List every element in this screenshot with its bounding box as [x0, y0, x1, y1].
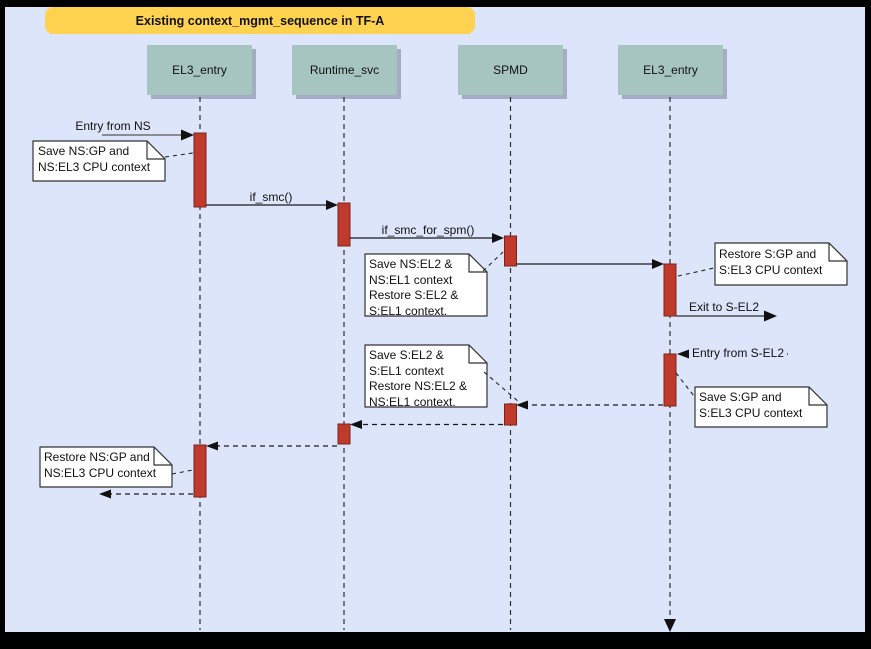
lifeline-label: EL3_entry: [643, 63, 698, 77]
activation-runtime-1: [337, 202, 351, 247]
el3-to-spmd-arrow-icon: [516, 400, 528, 410]
connector-restore-ns-gp: [171, 469, 194, 475]
return-arrowheads: [99, 349, 689, 499]
note-save-ns-gp: [32, 140, 166, 182]
lifeline-label: EL3_entry: [172, 63, 227, 77]
note-save-s-el2-fold-icon: [468, 344, 488, 364]
lifeline-end-arrow-icon: [664, 619, 676, 632]
lifeline-header-el3-entry-left: EL3_entry: [147, 45, 252, 95]
lifeline-label: SPMD: [493, 63, 528, 77]
entry-from-ns-arrow-icon: [181, 129, 194, 141]
message-label-exit-to-sel2: Exit to S-EL2: [688, 300, 760, 314]
connector-save-s-el2: [483, 371, 520, 403]
note-text-restore-s-gp: Restore S:GP and S:EL3 CPU context: [719, 247, 823, 277]
activation-el3-right-2: [663, 353, 677, 407]
exit-to-sel2-arrow-icon: [764, 310, 777, 322]
note-text-save-s-gp: Save S:GP and S:EL3 CPU context: [699, 390, 803, 420]
lifeline-header-spmd: SPMD: [458, 45, 563, 95]
note-text-save-ns-el2: Save NS:EL2 & NS:EL1 context Restore S:E…: [369, 257, 459, 318]
note-restore-s-gp: [714, 242, 848, 286]
note-save-s-el2: [364, 344, 488, 408]
note-save-s-gp: [694, 386, 828, 428]
activation-spmd-2: [504, 403, 517, 426]
message-label-entry-from-ns: Entry from NS: [75, 119, 151, 133]
solid-messages: [102, 129, 777, 322]
activation-el3-right-1: [663, 263, 677, 317]
message-label-if-smc: if_smc(): [249, 190, 293, 204]
spmd-to-runtime-arrow-icon: [350, 420, 362, 429]
message-label-if-smc-for-spm: if_smc_for_spm(): [381, 223, 475, 237]
lifeline-label: Runtime_svc: [309, 63, 380, 77]
connector-save-ns-gp: [164, 152, 194, 158]
notes: [32, 140, 848, 488]
lifeline-header-el3-entry-right: EL3_entry: [618, 45, 723, 95]
note-connectors: [164, 152, 715, 475]
diagram-title-banner: Existing context_mgmt_sequence in TF-A: [45, 7, 475, 34]
activation-spmd-1: [504, 235, 517, 267]
activation-el3-left-1: [193, 132, 207, 208]
runtime-to-el3-arrow-icon: [206, 441, 218, 451]
if-smc-arrow-icon: [326, 200, 338, 210]
diagram-title: Existing context_mgmt_sequence in TF-A: [135, 13, 385, 28]
activation-runtime-2: [337, 423, 351, 445]
note-restore-ns-gp-fold-icon: [153, 446, 173, 466]
connector-save-ns-el2: [482, 251, 504, 272]
connector-restore-s-gp: [677, 267, 715, 277]
spmd-to-el3-arrow-icon: [652, 259, 664, 269]
note-text-save-ns-gp: Save NS:GP and NS:EL3 CPU context: [38, 144, 151, 174]
entry-from-sel2-arrow-icon: [677, 349, 689, 359]
note-save-ns-el2-fold-icon: [468, 253, 488, 273]
note-save-s-gp-fold-icon: [808, 386, 828, 406]
note-text-save-s-el2: Save S:EL2 & S:EL1 context Restore NS:EL…: [369, 348, 468, 409]
note-save-ns-gp-fold-icon: [146, 140, 166, 160]
if-smc-for-spm-arrow-icon: [492, 233, 504, 243]
message-label-entry-from-sel2: Entry from S-EL2: [688, 346, 788, 360]
connector-save-s-gp: [675, 372, 695, 397]
el3-exit-arrow-icon: [99, 489, 111, 499]
note-save-ns-el2: [364, 253, 488, 317]
note-text-restore-ns-gp: Restore NS:GP and NS:EL3 CPU context: [44, 450, 157, 480]
activation-el3-left-2: [193, 444, 207, 498]
lifeline-header-runtime-svc: Runtime_svc: [292, 45, 397, 95]
note-restore-s-gp-fold-icon: [828, 242, 848, 262]
activation-bars: [193, 132, 677, 498]
note-restore-ns-gp: [39, 446, 173, 488]
